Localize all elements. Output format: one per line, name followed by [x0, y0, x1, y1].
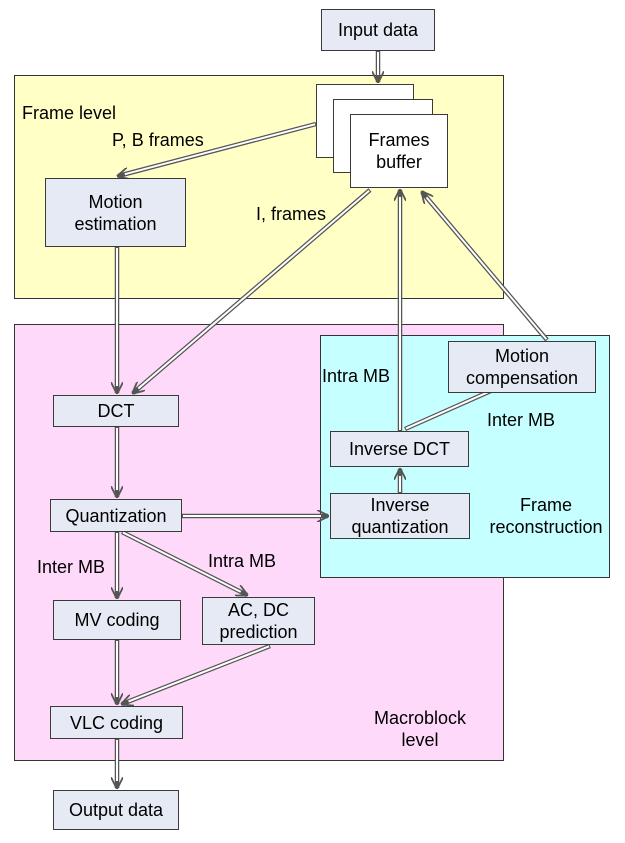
inverse-dct-node: Inverse DCT: [330, 431, 469, 467]
frames-buffer-node: Frames buffer: [350, 114, 448, 188]
i-frames-label: I, frames: [256, 204, 327, 224]
frame-reconstruction-label: Frame reconstruction: [489, 495, 603, 537]
quantization-node: Quantization: [50, 499, 182, 532]
intra-mb-reconstruction-label: Intra MB: [322, 366, 391, 386]
inter-mb-coding-label: Inter MB: [37, 557, 106, 577]
dct-node: DCT: [53, 395, 179, 427]
intra-mb-coding-label: Intra MB: [208, 551, 277, 571]
output-data-node: Output data: [53, 790, 179, 830]
motion-estimation-node: Motion estimation: [45, 178, 186, 247]
motion-compensation-node: Motion compensation: [448, 341, 596, 393]
ac-dc-prediction-node: AC, DC prediction: [202, 597, 315, 645]
input-data-node: Input data: [321, 9, 435, 51]
vlc-coding-node: VLC coding: [50, 706, 183, 739]
inter-mb-reconstruction-label: Inter MB: [487, 410, 556, 430]
macroblock-level-label: Macroblock level: [373, 708, 467, 750]
mv-coding-node: MV coding: [53, 600, 181, 640]
p-b-frames-label: P, B frames: [112, 130, 204, 150]
inverse-quantization-node: Inverse quantization: [330, 493, 470, 539]
frame-level-label: Frame level: [22, 103, 117, 123]
